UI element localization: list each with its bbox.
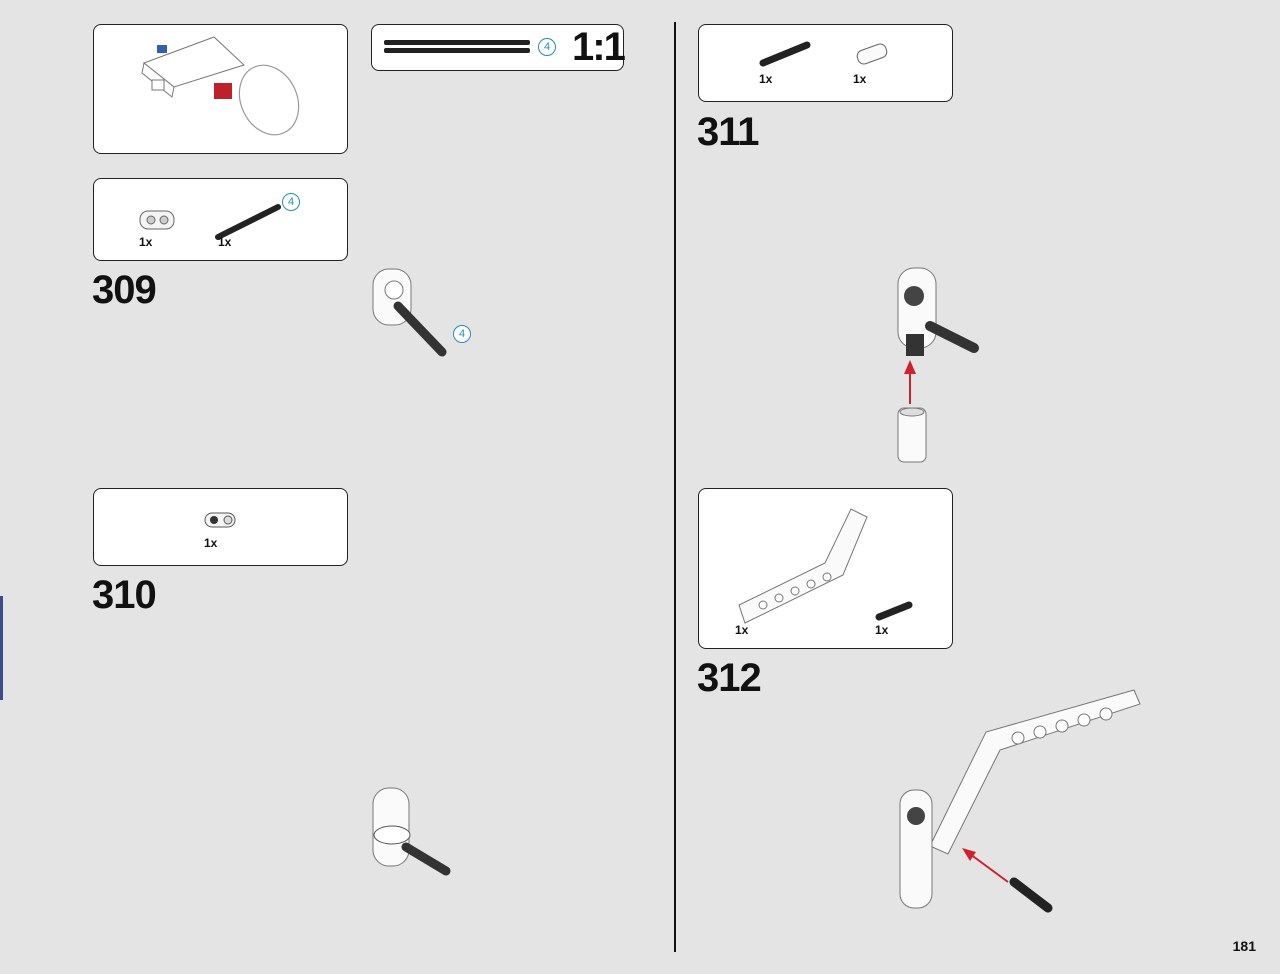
step-number-309: 309	[92, 268, 157, 312]
page-divider	[674, 22, 676, 952]
side-tab	[0, 596, 3, 700]
scale-box: 4 1:1	[371, 24, 626, 71]
axle-ruler-icon	[384, 40, 530, 53]
step-number-310: 310	[92, 573, 157, 617]
axle-4-icon	[215, 204, 281, 240]
page-number: 181	[1232, 938, 1256, 954]
bush-tube-icon	[856, 43, 888, 65]
part-qty: 1x	[218, 235, 232, 249]
step-311-parts-box: 1x 1x	[698, 24, 953, 102]
step-311-illustration	[897, 267, 979, 463]
scale-label: 1:1	[572, 25, 626, 69]
part-qty: 1x	[735, 623, 749, 637]
angled-beam-icon	[738, 508, 868, 624]
part-qty: 1x	[875, 623, 889, 637]
part-qty: 1x	[759, 72, 773, 86]
step-309-illustration	[372, 268, 447, 357]
step-309-parts-box: 1x 4 1x	[93, 178, 348, 261]
pin-axle-icon	[759, 41, 811, 67]
step-312-illustration	[899, 689, 1141, 913]
connector-block-icon	[139, 210, 175, 230]
step-310-parts-box: 1x	[93, 488, 348, 566]
cross-connector-icon	[204, 512, 236, 528]
pin-long-icon	[875, 601, 913, 621]
model-overview-illustration	[141, 36, 300, 136]
step-310-illustration	[372, 787, 451, 876]
part-qty: 1x	[853, 72, 867, 86]
part-qty: 1x	[139, 235, 153, 249]
overview-box	[93, 24, 348, 154]
scale-callout-badge: 4	[538, 38, 556, 56]
part-qty: 1x	[204, 536, 218, 550]
step-312-parts-box: 1x 1x	[698, 488, 953, 649]
axle-length-badge: 4	[453, 325, 471, 343]
axle-length-badge: 4	[282, 193, 300, 211]
step-number-312: 312	[697, 656, 762, 700]
step-number-311: 311	[697, 110, 760, 154]
